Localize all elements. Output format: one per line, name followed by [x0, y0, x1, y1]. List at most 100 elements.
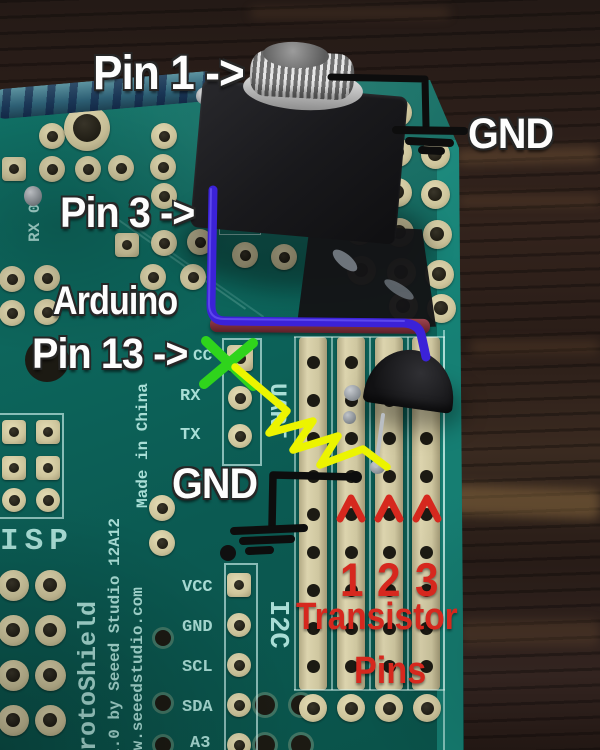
pcb-pad-hole	[234, 430, 246, 442]
silk-vcc-label: VCC	[182, 578, 213, 597]
transistor-pin3-number: 3	[415, 553, 439, 606]
pcb-drill-hole	[382, 545, 396, 559]
pcb-drill-hole	[155, 630, 171, 646]
transistor-word-callout: Transistor	[296, 596, 458, 638]
pcb-drill-hole	[344, 431, 358, 445]
pcb-pad-hole	[115, 162, 127, 174]
pcb-drill-hole	[419, 659, 433, 673]
pcb-pad-hole	[9, 164, 19, 174]
pcb-pad-hole	[382, 701, 396, 715]
silk-uart-rx-label: RX	[180, 387, 201, 406]
pcb-drill-hole	[306, 545, 320, 559]
transistor-pin1-number: 1	[340, 553, 364, 606]
pcb-pad-hole	[428, 187, 442, 201]
pcb-drill-hole	[419, 621, 433, 635]
pcb-drill-hole	[419, 469, 433, 483]
arduino-callout: Arduino	[53, 279, 178, 323]
pcb-drill-hole	[306, 659, 320, 673]
pcb-pad-hole	[158, 130, 170, 142]
pins-word-callout: Pins	[354, 650, 427, 692]
gnd-mid-wire-line	[268, 471, 360, 531]
pcb-drill-hole	[255, 695, 275, 715]
pcb-pad-hole	[157, 161, 169, 173]
pin1-callout: Pin 1 ->	[93, 47, 245, 100]
pcb-pad-hole	[194, 236, 206, 248]
gnd-mid-symbol	[230, 524, 308, 555]
pcb-drill-hole	[344, 355, 358, 369]
silk-sda-label: SDA	[182, 698, 213, 717]
pcb-pad-hole	[6, 307, 18, 319]
pcb-pad-hole	[233, 699, 245, 711]
pcb-pad-hole	[9, 427, 19, 437]
silk-isp-label: ISP	[0, 524, 74, 559]
pcb-pad-hole	[42, 494, 54, 506]
pcb-pad-hole	[234, 392, 246, 404]
pcb-pad-hole	[82, 163, 94, 175]
pcb-pad-hole	[6, 578, 20, 592]
wood-grain-streak	[250, 8, 450, 18]
pcb-pad-hole	[234, 580, 244, 590]
pcb-pad-hole	[43, 623, 57, 637]
pcb-pad-hole	[187, 271, 199, 283]
strip-silk-line	[294, 336, 445, 338]
pcb-drill-hole	[306, 393, 320, 407]
pin3-callout: Pin 3 ->	[60, 189, 195, 237]
yellow-resistor-wire	[231, 363, 391, 471]
gnd-mid-callout: GND	[172, 460, 258, 508]
gnd-top-symbol	[392, 126, 468, 155]
silk-a3-label: A3	[190, 734, 211, 750]
pcb-pad-hole	[46, 163, 58, 175]
pcb-drill-hole	[419, 545, 433, 559]
pcb-pad-hole	[434, 301, 448, 315]
wood-grain-streak	[460, 620, 600, 646]
pcb-pad-hole	[430, 227, 444, 241]
wood-grain-streak	[470, 340, 600, 354]
strip-silk-line	[294, 689, 445, 691]
pcb-drill-hole	[155, 695, 171, 711]
transistor-pin-chevrons	[336, 494, 442, 523]
strip-silk-line	[294, 337, 296, 690]
i2c-header-outline	[224, 563, 258, 750]
pcb-drill-hole	[344, 659, 358, 673]
blue-wire-highlight	[207, 188, 405, 322]
pcb-drill-hole	[291, 735, 311, 750]
gnd-top-callout: GND	[468, 110, 554, 158]
pcb-drill-hole	[155, 737, 171, 750]
pcb-pad-hole	[43, 463, 53, 473]
solder-joint	[343, 411, 356, 424]
silk-uart-vcc-label: CC	[193, 347, 213, 365]
pcb-pad-hole	[158, 190, 170, 202]
pcb-pad-hole	[6, 623, 20, 637]
pcb-pad-hole	[43, 713, 57, 727]
pcb-pad-hole	[306, 701, 320, 715]
pcb-shadow-blob	[220, 545, 236, 561]
pcb-drill-hole	[382, 431, 396, 445]
pcb-pad-hole	[46, 130, 58, 142]
pcb-drill-hole	[306, 583, 320, 597]
pcb-pad-hole	[344, 701, 358, 715]
silk-gnd-label: GND	[182, 618, 213, 637]
silk-scl-label: SCL	[182, 658, 213, 677]
silk-uart-tx-label: TX	[180, 426, 201, 445]
pcb-drill-hole	[419, 583, 433, 597]
pcb-drill-hole	[306, 355, 320, 369]
pcb-pad-hole	[147, 271, 159, 283]
pcb-drill-hole	[306, 621, 320, 635]
solder-joint	[344, 385, 361, 401]
pcb-pad-hole	[6, 668, 20, 682]
pcb-pad-hole	[6, 713, 20, 727]
uart-header-outline	[222, 338, 262, 466]
pcb-pad-hole	[239, 249, 251, 261]
isp-header-outline	[0, 413, 64, 519]
pcb-pad-hole	[233, 739, 245, 750]
wood-grain-streak	[458, 196, 600, 206]
pcb-pad-hole	[278, 251, 290, 263]
pcb-drill-hole	[419, 431, 433, 445]
pcb-pad-hole	[43, 427, 53, 437]
pcb-pad-hole	[6, 273, 18, 285]
strip-silk-line	[443, 337, 445, 690]
pcb-drill-hole	[382, 469, 396, 483]
pcb-pad-hole	[73, 114, 101, 142]
pcb-pad-hole	[43, 578, 57, 592]
